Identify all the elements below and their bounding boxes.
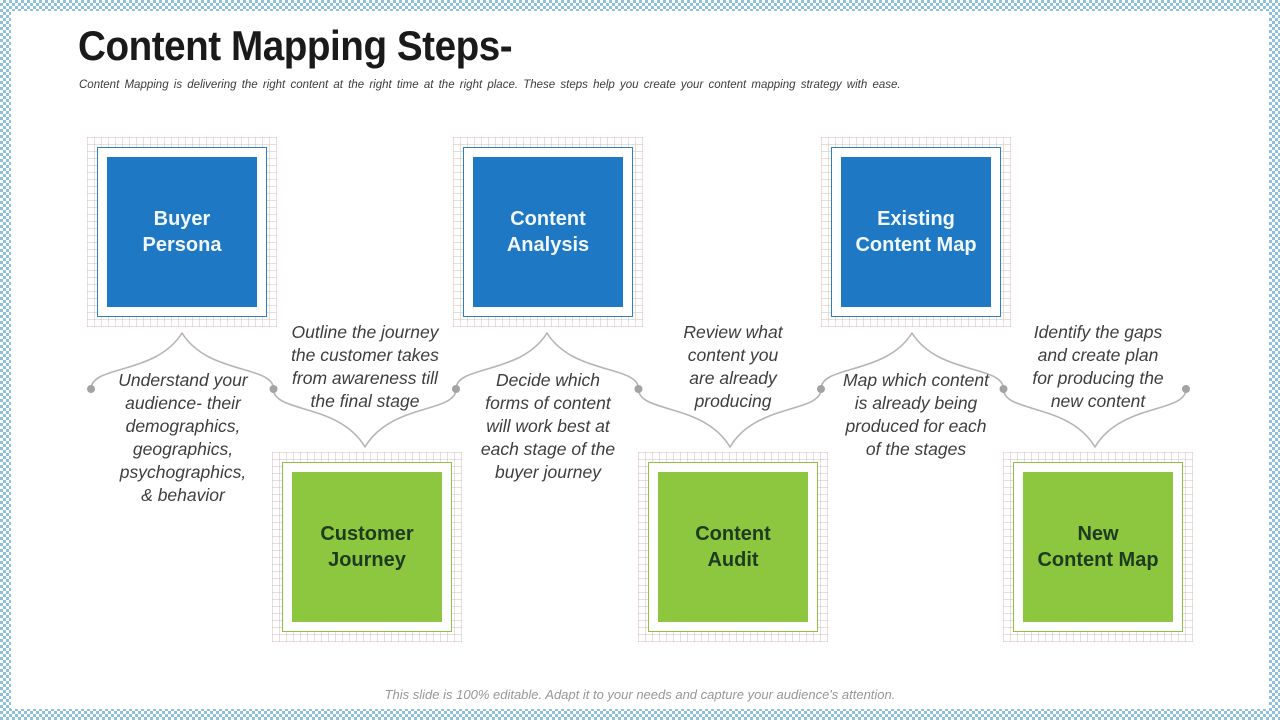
page-title: Content Mapping Steps- (78, 22, 513, 69)
box-fill: New Content Map (1023, 472, 1173, 622)
step-description-6: Identify the gaps and create plan for pr… (1032, 322, 1164, 411)
connector-dot (269, 385, 278, 393)
connector-braces (87, 332, 1190, 448)
box-outline: Content Analysis (463, 147, 633, 317)
step-box-content-audit: Content Audit (638, 452, 828, 642)
box-label: Buyer Persona (142, 208, 222, 256)
brace-down-3 (1002, 388, 1187, 448)
box-label: New Content Map (1037, 523, 1159, 571)
connector-dot (817, 385, 825, 393)
connector-dot (1182, 385, 1190, 393)
box-label: Content Analysis (506, 208, 590, 256)
box-outline: Buyer Persona (97, 147, 267, 317)
box-outline: Customer Journey (282, 462, 452, 632)
connector-dot (87, 385, 95, 393)
step-box-customer-journey: Customer Journey (272, 452, 462, 642)
box-fill: Existing Content Map (841, 157, 991, 307)
step-description-1: Understand your audience- their demograp… (118, 370, 248, 505)
box-outline: Content Audit (648, 462, 818, 632)
brace-up-2 (455, 332, 640, 390)
brace-up-3 (820, 332, 1005, 390)
box-fill: Content Analysis (473, 157, 623, 307)
step-box-content-analysis: Content Analysis (453, 137, 643, 327)
box-label: Existing Content Map (855, 208, 977, 256)
footer-note: This slide is 100% editable. Adapt it to… (384, 687, 896, 702)
step-description-3: Decide which forms of content will work … (480, 370, 616, 482)
page-subtitle: Content Mapping is delivering the right … (79, 79, 901, 91)
step-description-2: Outline the journey the customer takes f… (291, 322, 439, 411)
step-box-new-content-map: New Content Map (1003, 452, 1193, 642)
box-outline: New Content Map (1013, 462, 1183, 632)
box-label: Customer Journey (320, 523, 414, 571)
connector-dot (634, 385, 643, 393)
step-description-4: Review what content you are already prod… (683, 322, 783, 411)
connector-dot (452, 385, 460, 393)
step-box-buyer-persona: Buyer Persona (87, 137, 277, 327)
box-label: Content Audit (695, 523, 771, 571)
box-fill: Customer Journey (292, 472, 442, 622)
brace-down-1 (272, 388, 457, 448)
step-description-5: Map which content is already being produ… (843, 370, 989, 459)
brace-up-1 (90, 332, 275, 390)
brace-down-2 (637, 388, 822, 448)
box-outline: Existing Content Map (831, 147, 1001, 317)
step-box-existing-content-map: Existing Content Map (821, 137, 1011, 327)
box-fill: Buyer Persona (107, 157, 257, 307)
connector-dot (999, 385, 1008, 393)
box-fill: Content Audit (658, 472, 808, 622)
